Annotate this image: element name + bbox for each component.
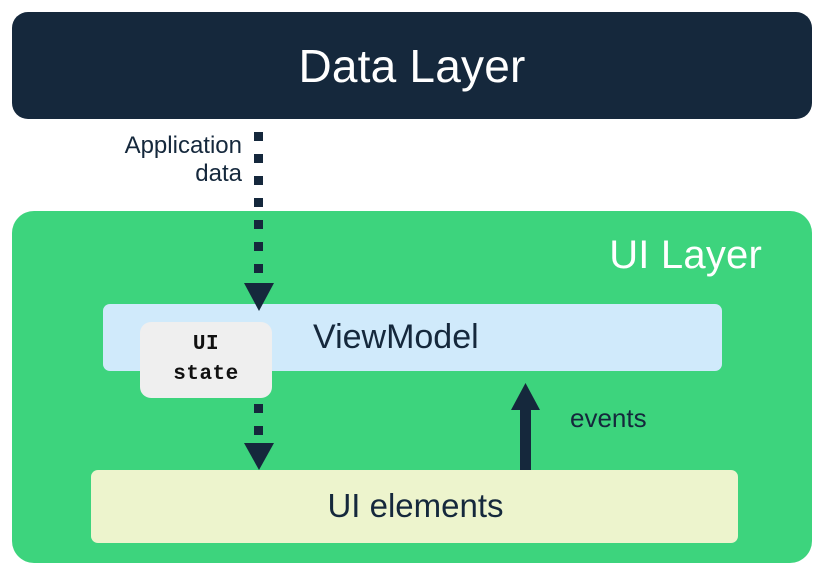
ui-state-chip-line2: state	[173, 363, 239, 386]
ui-elements-label: UI elements	[327, 487, 504, 525]
application-data-label-line2: data	[195, 160, 242, 188]
ui-layer-title: UI Layer	[609, 233, 762, 277]
ui-elements-box: UI elements	[91, 470, 738, 543]
data-layer-box: Data Layer	[12, 12, 812, 119]
ui-state-chip-line1: UI	[192, 332, 220, 356]
application-data-label: Application data	[60, 132, 242, 189]
viewmodel-label: ViewModel	[313, 318, 479, 356]
data-layer-title: Data Layer	[298, 39, 526, 92]
application-data-label-line1: Application	[124, 132, 242, 159]
events-label: events	[570, 403, 647, 433]
ui-state-chip: UI state	[140, 322, 272, 398]
